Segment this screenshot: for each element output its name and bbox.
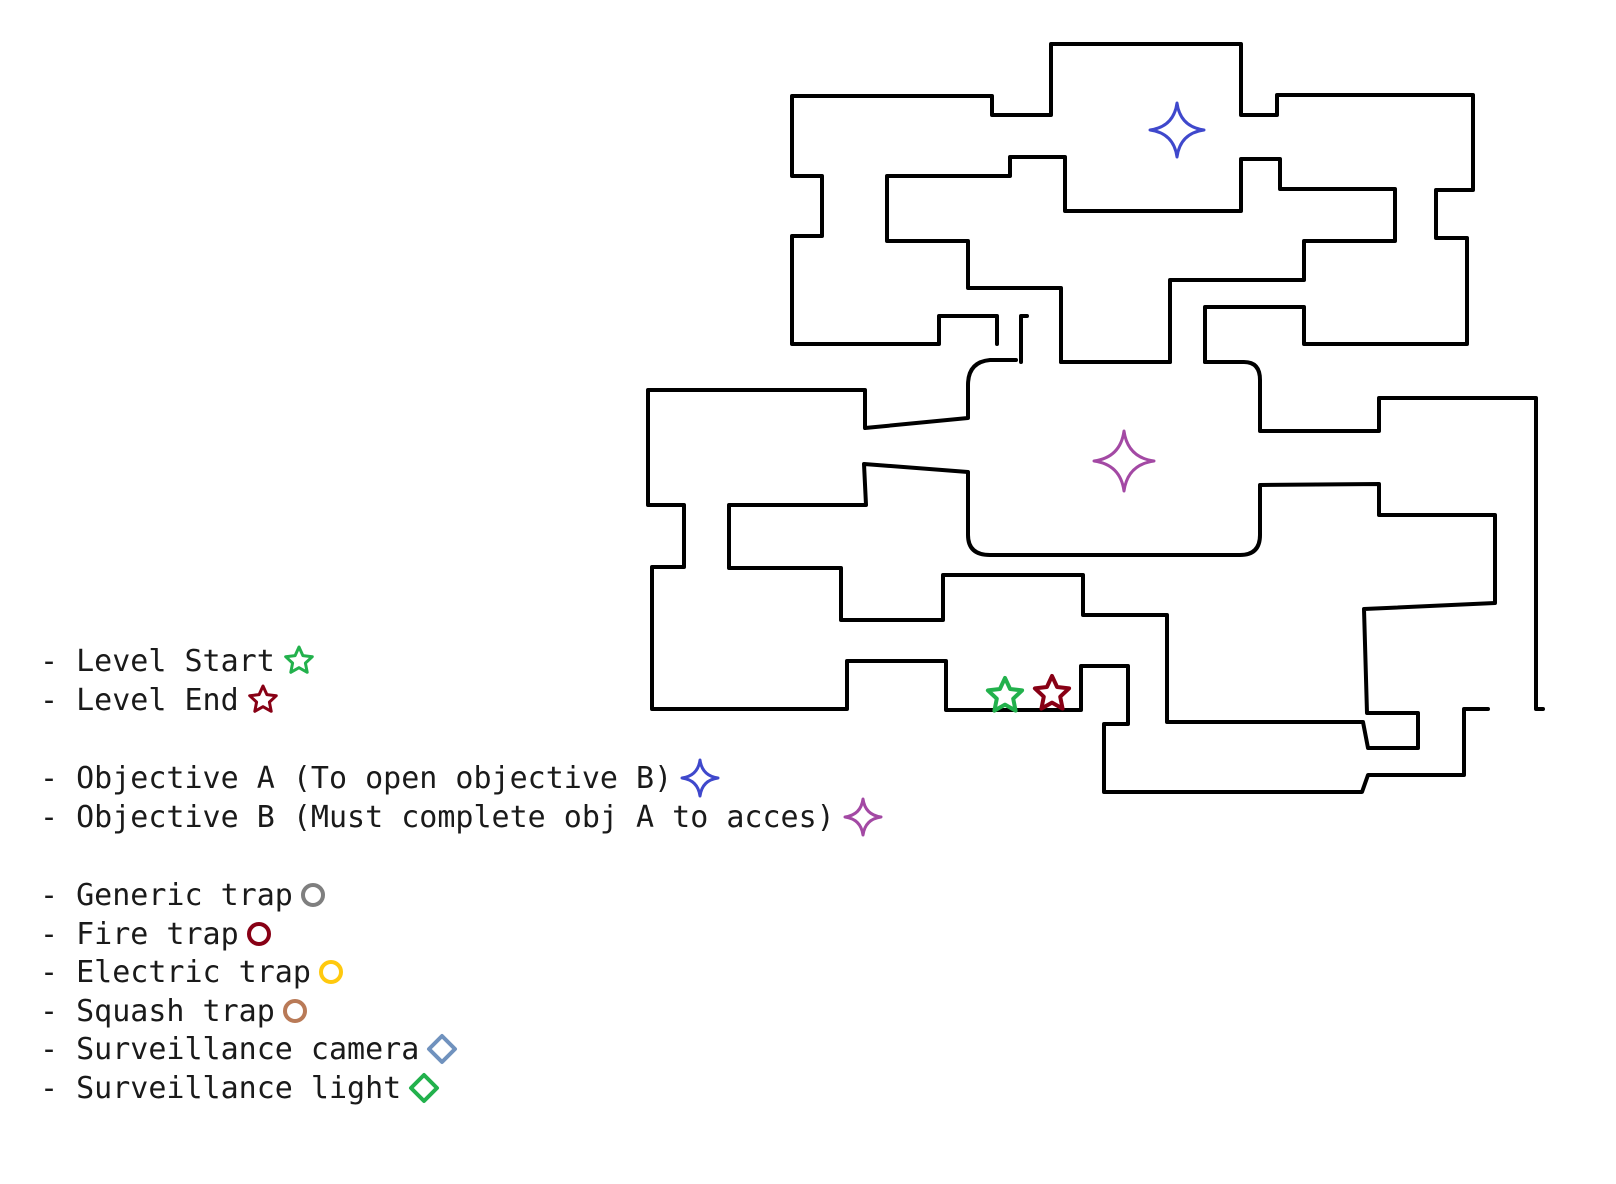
legend-item: - Surveillance light	[40, 1070, 441, 1106]
legend-item: - Surveillance camera	[40, 1031, 459, 1067]
legend-item: - Objective A (To open objective B)	[40, 758, 722, 798]
legend-label: - Squash trap	[40, 993, 275, 1029]
sparkle-icon	[841, 795, 885, 839]
legend-item: - Electric trap	[40, 954, 345, 990]
objective-b-marker	[1092, 429, 1156, 493]
circle-icon	[299, 881, 327, 909]
legend-item: - Fire trap	[40, 916, 273, 952]
level-start-marker	[985, 676, 1025, 713]
legend-label: - Level Start	[40, 643, 275, 679]
legend-label: - Surveillance light	[40, 1070, 402, 1106]
legend-label: - Electric trap	[40, 954, 311, 990]
legend-label: - Surveillance camera	[40, 1031, 420, 1067]
wall-top-outer	[790, 42, 1475, 364]
legend-item: - Squash trap	[40, 993, 309, 1029]
diamond-icon	[425, 1032, 459, 1066]
star-icon	[245, 682, 281, 718]
legend-item: - Objective B (Must complete obj A to ac…	[40, 797, 885, 837]
legend-item: - Level End	[40, 682, 281, 718]
wall-center-lower	[727, 462, 1497, 750]
wall-top-inner	[885, 155, 1397, 364]
legend-label: - Objective A (To open objective B)	[40, 760, 673, 796]
legend-item: - Level Start	[40, 643, 317, 679]
circle-icon	[281, 997, 309, 1025]
star-icon	[281, 643, 317, 679]
circle-icon	[245, 920, 273, 948]
legend-label: - Generic trap	[40, 877, 293, 913]
legend-item: - Generic trap	[40, 877, 327, 913]
circle-icon	[317, 958, 345, 986]
legend-label: - Level End	[40, 682, 239, 718]
legend-label: - Objective B (Must complete obj A to ac…	[40, 799, 835, 835]
diamond-icon	[407, 1071, 441, 1105]
wall-center-upper-left	[646, 358, 1490, 794]
wall-center-top	[1019, 314, 1545, 711]
sparkle-icon	[678, 756, 722, 800]
map-walls	[646, 42, 1545, 794]
objective-a-marker	[1148, 101, 1206, 159]
level-end-marker	[1032, 674, 1072, 711]
legend-label: - Fire trap	[40, 916, 239, 952]
